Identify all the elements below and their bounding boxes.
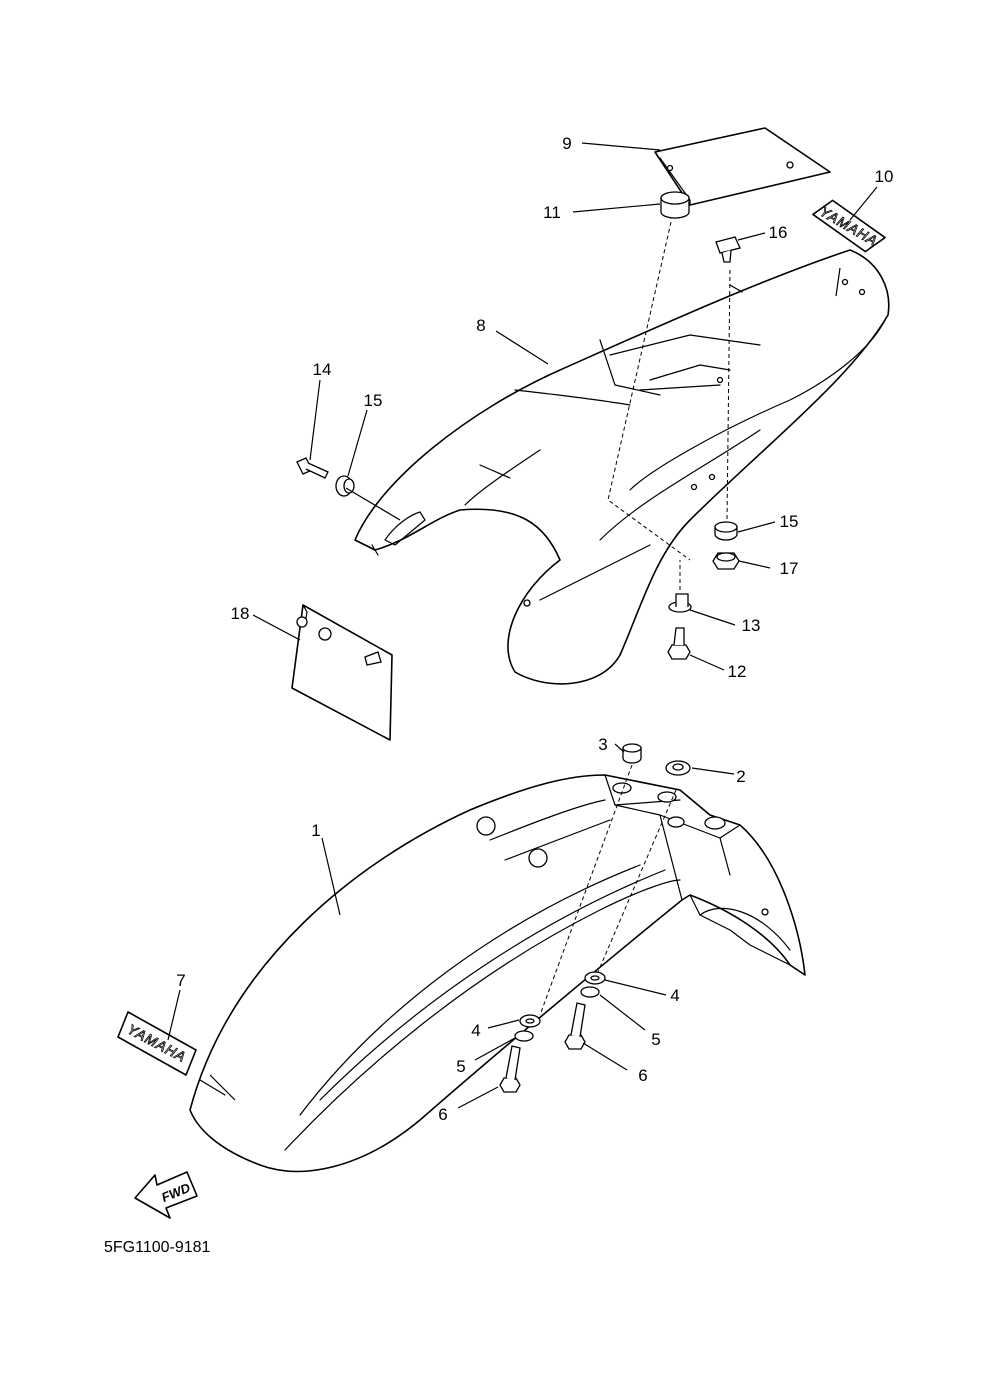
callout-5-left: 5: [456, 1057, 465, 1076]
part-10-decal: YAMAHA: [812, 199, 886, 253]
part-18-plate: [291, 604, 393, 741]
part-15-collar-right: [714, 521, 738, 541]
callout-9: 9: [562, 134, 571, 153]
decal-text-rear: YAMAHA: [817, 203, 881, 249]
part-14-bolt: [296, 457, 329, 479]
callout-5-right: 5: [651, 1030, 660, 1049]
part-5-washer-left: [514, 1030, 534, 1042]
leader-lines: [167, 142, 878, 1109]
part-4-washer-right: [584, 971, 606, 985]
callout-8: 8: [476, 316, 485, 335]
callout-7: 7: [176, 971, 185, 990]
assembly-lines: [539, 221, 731, 1016]
callout-15-left: 15: [364, 391, 383, 410]
callout-11: 11: [543, 203, 561, 222]
callout-labels: 9 10 11 16 8 14 15 15 17 13 12 18 3 2 1 …: [176, 134, 893, 1124]
part-12-bolt: [667, 627, 691, 660]
part-3-collar: [622, 743, 642, 764]
callout-17: 17: [780, 559, 799, 578]
part-8-rear-fender: [354, 249, 890, 685]
callout-13: 13: [742, 616, 761, 635]
part-4-washer-left: [519, 1014, 541, 1028]
part-17-nut: [712, 552, 740, 570]
part-1-front-fender: [189, 774, 806, 1173]
diagram-code: 5FG1100-9181: [104, 1239, 211, 1256]
callout-12: 12: [728, 662, 747, 681]
callout-16: 16: [769, 223, 788, 242]
fwd-arrow-icon: FWD: [134, 1171, 198, 1219]
callout-14: 14: [313, 360, 332, 379]
callout-4-right: 4: [670, 986, 679, 1005]
callout-4-left: 4: [471, 1021, 480, 1040]
callout-6-left: 6: [438, 1105, 447, 1124]
part-15-collar-left: [335, 475, 355, 497]
part-7-decal: YAMAHA: [117, 1011, 197, 1076]
callout-2: 2: [736, 767, 745, 786]
part-16-clip: [715, 236, 741, 263]
callout-1: 1: [311, 821, 320, 840]
callout-3: 3: [598, 735, 607, 754]
callout-6-right: 6: [638, 1066, 647, 1085]
part-2-damper: [665, 760, 691, 776]
callout-15-right: 15: [780, 512, 799, 531]
callout-18: 18: [231, 604, 250, 623]
callout-10: 10: [875, 167, 894, 186]
part-5-washer-right: [580, 986, 600, 998]
part-6-bolt-left: [499, 1045, 521, 1093]
part-11-grommet: [660, 191, 690, 219]
part-6-bolt-right: [564, 1002, 586, 1050]
part-9-plate: [654, 127, 831, 206]
part-13-collar: [668, 593, 692, 613]
